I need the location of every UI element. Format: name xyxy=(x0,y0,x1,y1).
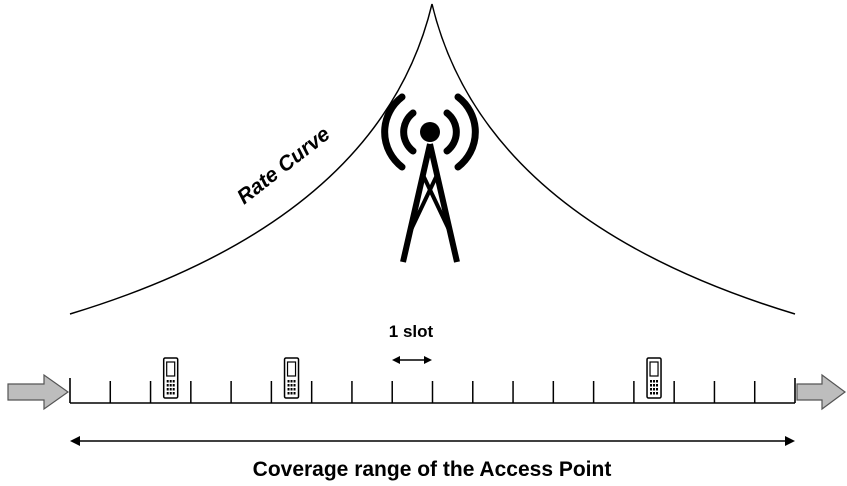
rate-curve xyxy=(69,3,796,315)
coverage-range-arrow xyxy=(70,436,795,446)
mobile-devices xyxy=(162,357,662,399)
coverage-label: Coverage range of the Access Point xyxy=(253,458,612,481)
rate-curve-label: Rate Curve xyxy=(233,122,335,209)
slot-ticks xyxy=(109,381,756,403)
mobile-phone-icon xyxy=(646,357,662,399)
slot-label: 1 slot xyxy=(389,322,434,341)
mobile-phone-icon xyxy=(162,357,179,399)
mobile-phone-icon xyxy=(283,357,300,399)
arrow-right-icon xyxy=(7,373,70,411)
radio-tower-icon xyxy=(381,93,479,263)
slot-width-arrow xyxy=(392,356,432,364)
arrow-right-icon xyxy=(796,373,847,411)
